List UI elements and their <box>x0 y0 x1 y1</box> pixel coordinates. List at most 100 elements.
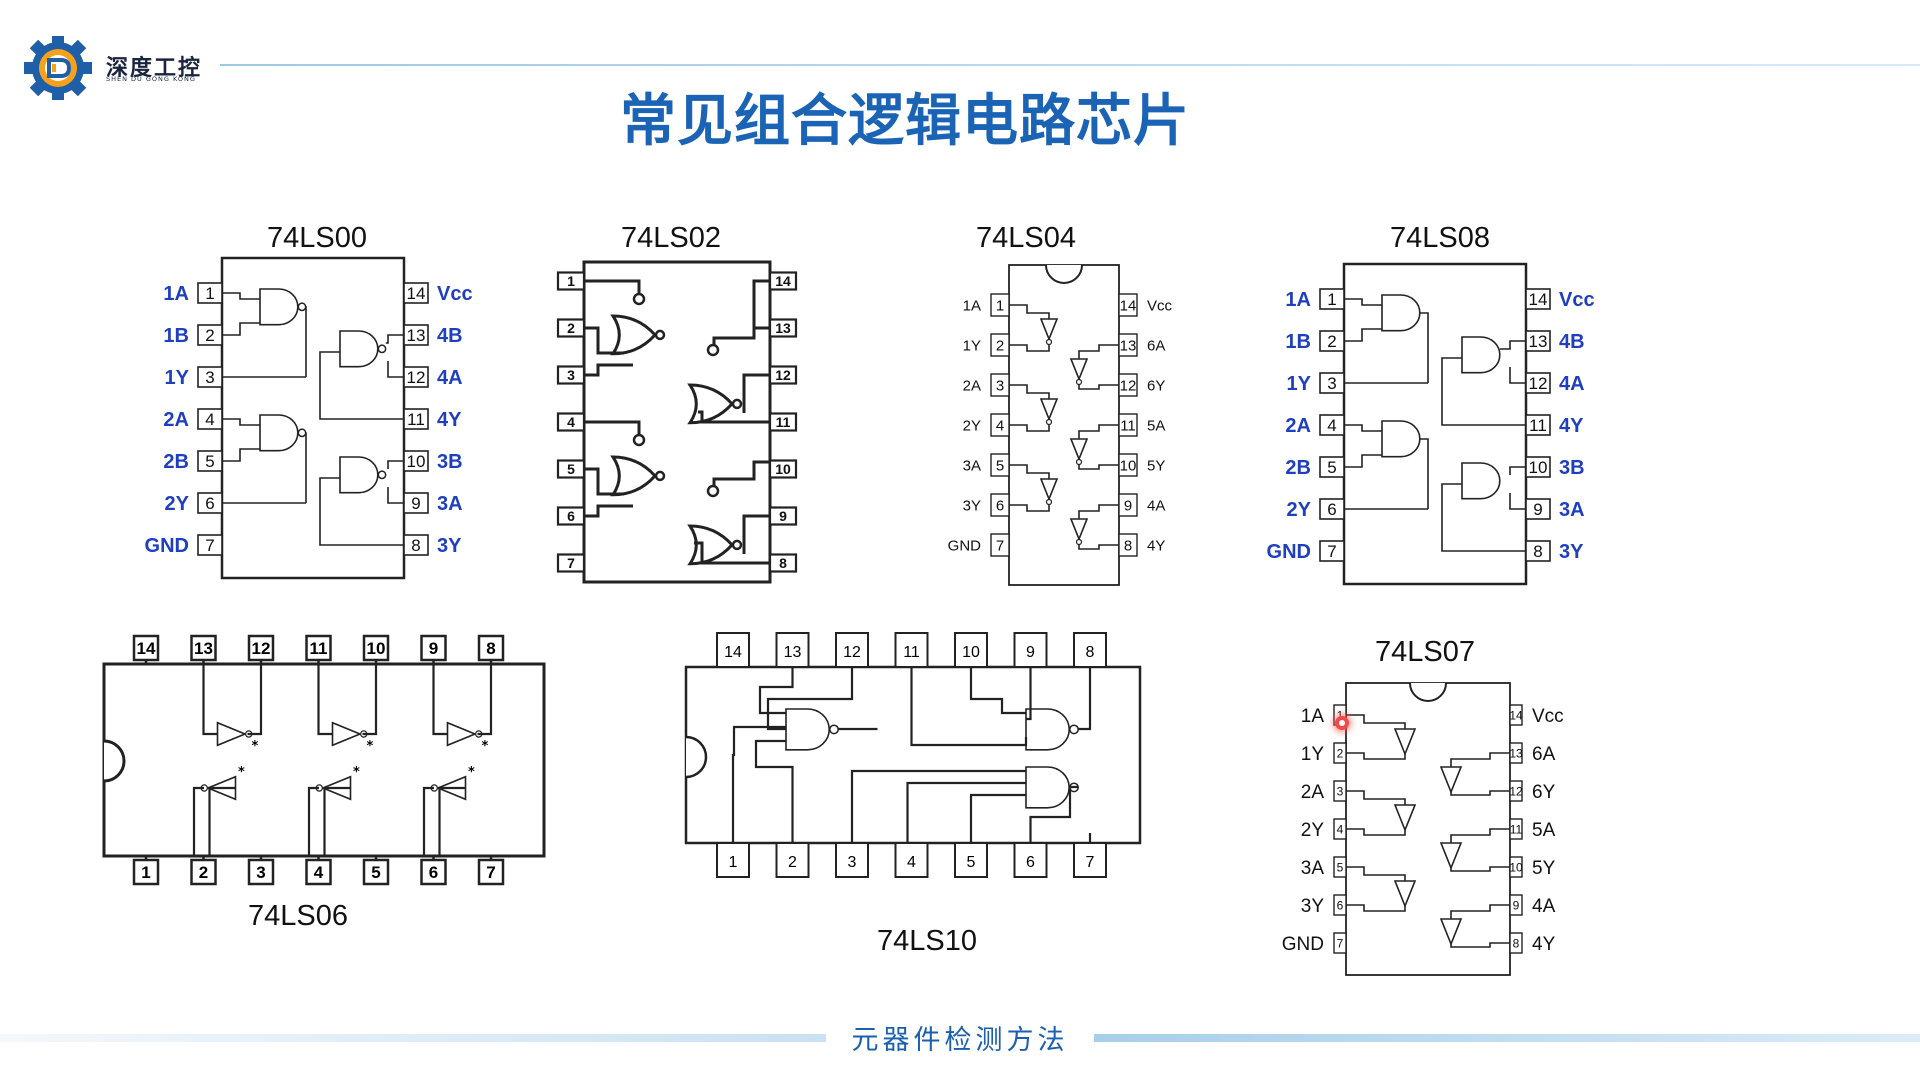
pin-number-left: 5 <box>996 457 1004 474</box>
pin-label-left: GND <box>1282 934 1324 955</box>
wire <box>1450 752 1510 767</box>
wire <box>1009 424 1050 432</box>
pin-number-right: 14 <box>407 284 426 303</box>
pin-number-top: 8 <box>1086 644 1095 661</box>
and-gate-symbol <box>1025 708 1070 751</box>
wire <box>1078 544 1119 550</box>
pin-number-right: 11 <box>407 410 425 429</box>
footer-divider-right <box>1094 1034 1920 1042</box>
pin-label-right: 4Y <box>1559 415 1584 437</box>
buffer-gate-symbol <box>1069 438 1089 462</box>
wire <box>319 477 404 546</box>
wire <box>1509 466 1526 475</box>
inversion-bubble <box>731 539 743 551</box>
pin-number-left: 7 <box>567 555 575 571</box>
open-collector-mark: * <box>353 765 360 780</box>
and-gate-symbol <box>259 288 299 326</box>
wire <box>1346 790 1406 805</box>
wire <box>222 448 260 462</box>
wire <box>850 769 1026 843</box>
inversion-bubble <box>1045 498 1053 506</box>
wire <box>387 487 404 504</box>
pin-number-bottom: 1 <box>729 854 738 871</box>
pin-number-top: 13 <box>194 639 213 658</box>
pin-label-right: Vcc <box>1147 297 1173 314</box>
wire <box>1450 904 1510 919</box>
and-gate-symbol <box>1381 294 1421 332</box>
pin-box-top <box>716 632 750 668</box>
pin-box-top <box>894 632 929 668</box>
pin-label-right: 3Y <box>1559 541 1584 563</box>
wire <box>1441 483 1526 552</box>
buffer-gate-symbol <box>1069 358 1089 382</box>
wire <box>1346 714 1406 729</box>
wire <box>1078 424 1119 439</box>
pin-number-right: 12 <box>775 367 791 383</box>
wire <box>319 351 404 420</box>
wire <box>584 279 641 294</box>
pin-number-left: 2 <box>996 337 1004 354</box>
pin-label-left: 2Y <box>1301 820 1325 841</box>
inversion-bubble <box>1075 378 1083 386</box>
pin-label-left: 2A <box>963 377 981 394</box>
chip-label-74ls02: 74LS02 <box>621 222 721 254</box>
pin-number-bottom: 1 <box>141 863 150 882</box>
inversion-bubble <box>829 724 839 735</box>
pin-number-left: 1 <box>1327 290 1336 309</box>
pin-number-left: 2 <box>1327 332 1336 351</box>
wire <box>584 420 641 435</box>
chip-label-74ls04: 74LS04 <box>976 222 1076 254</box>
wire <box>1450 942 1510 948</box>
pin-number-right: 9 <box>1533 500 1542 519</box>
pin-number-right: 8 <box>1513 936 1520 950</box>
pin-number-left: 7 <box>996 537 1004 554</box>
wire <box>969 667 1026 715</box>
pin-label-right: 4Y <box>1147 537 1165 554</box>
pin-number-right: 10 <box>1529 458 1548 477</box>
wire <box>307 786 319 856</box>
pin-box-left <box>990 533 1010 557</box>
pin-box-right <box>403 282 429 304</box>
pin-label-left: 2Y <box>1287 499 1312 521</box>
pin-number-right: 12 <box>1529 374 1548 393</box>
pin-number-left: 1 <box>205 284 214 303</box>
pin-label-left: GND <box>1267 541 1311 563</box>
wire <box>208 786 236 856</box>
pin-label-left: 2A <box>163 409 189 431</box>
pin-number-left: 4 <box>205 410 214 429</box>
pin-number-bottom: 6 <box>429 863 438 882</box>
open-collector-mark: * <box>367 739 374 754</box>
pin-label-left: GND <box>948 537 982 554</box>
nor-gate-symbol <box>610 314 658 356</box>
pin-box-top <box>132 634 160 662</box>
pin-label-right: 5Y <box>1147 457 1165 474</box>
wire <box>202 664 218 736</box>
pin-box-left <box>197 534 223 556</box>
pin-label-right: 5A <box>1532 820 1556 841</box>
pin-label-left: 1A <box>163 283 189 305</box>
wire <box>754 739 794 843</box>
wire <box>1009 504 1050 512</box>
pin-number-left: 5 <box>205 452 214 471</box>
inversion-bubble <box>297 302 307 312</box>
wire <box>1009 344 1050 352</box>
pin-number-left: 5 <box>567 461 575 477</box>
chip-body <box>1342 262 1528 586</box>
pin-number-right: 8 <box>779 555 787 571</box>
pin-number-right: 10 <box>407 452 426 471</box>
pin-number-bottom: 7 <box>1086 854 1095 871</box>
pin-number-right: 11 <box>1510 822 1523 836</box>
wire <box>1346 752 1406 760</box>
inversion-bubble <box>1045 418 1053 426</box>
wire <box>1009 304 1050 319</box>
wire <box>1029 785 1078 843</box>
wire <box>362 664 378 736</box>
footer-caption: 元器件检测方法 <box>851 1025 1069 1056</box>
pin-box-right <box>1509 704 1523 726</box>
